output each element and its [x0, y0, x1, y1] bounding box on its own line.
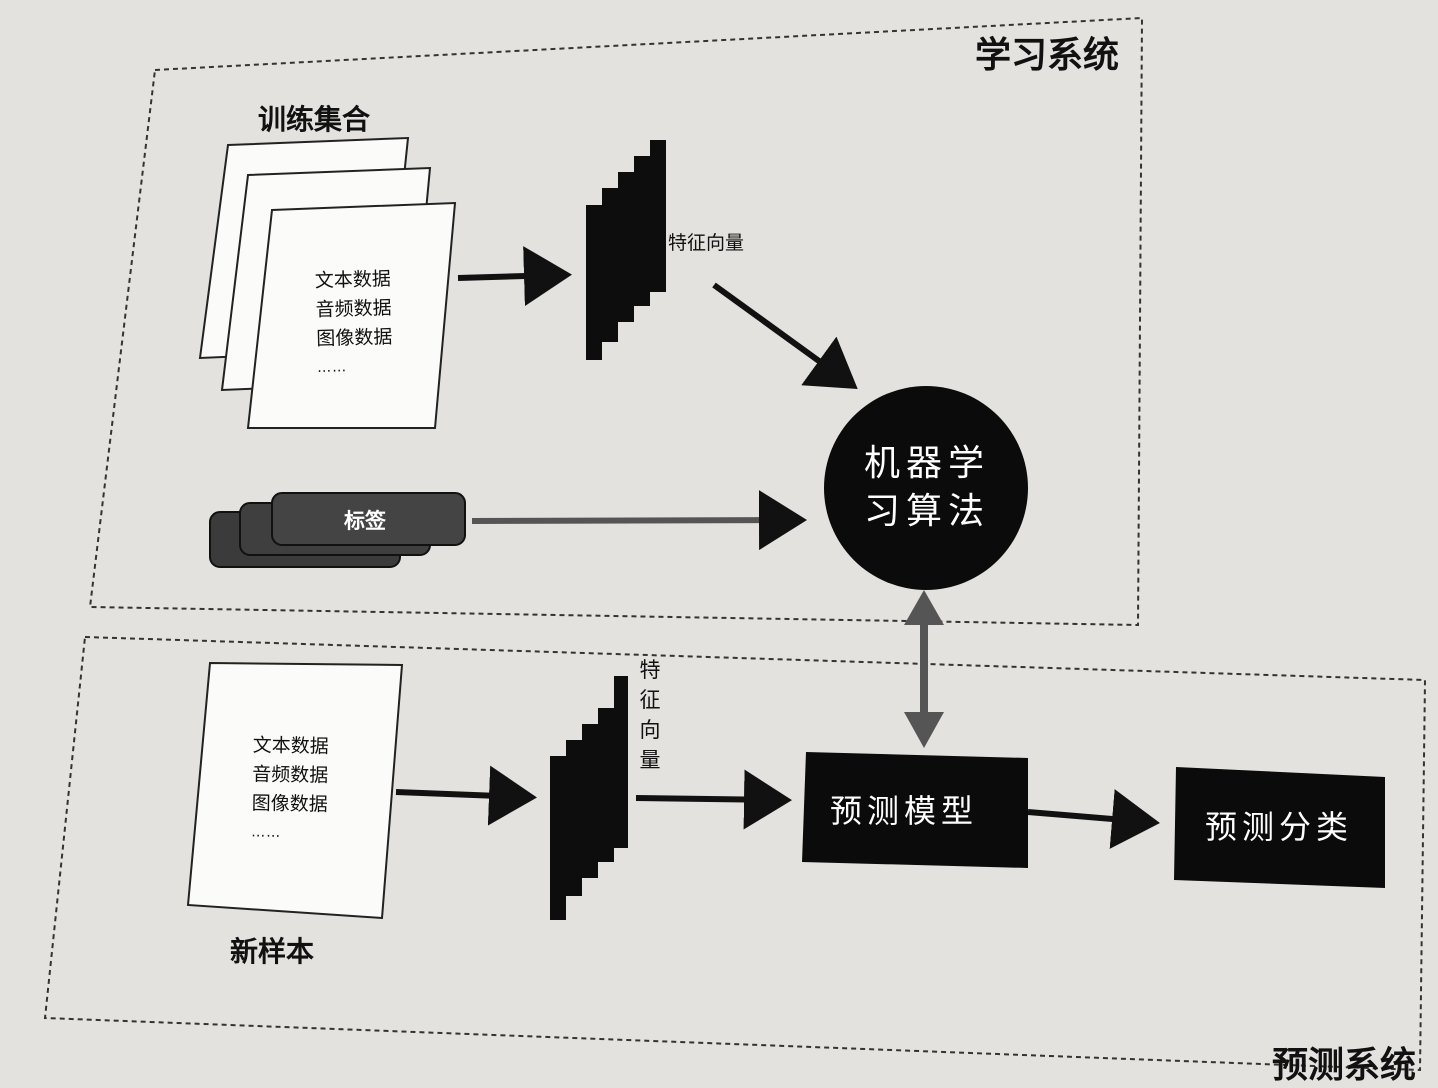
new-sample-title: 新样本	[230, 935, 315, 968]
new-sample-document	[186, 661, 404, 920]
arrow-feature-to-model	[635, 769, 792, 830]
feature-vector-label-prediction: 特征向量	[639, 658, 661, 772]
prediction-model-label: 预测模型	[830, 792, 979, 830]
prediction-class-label: 预测分类	[1205, 808, 1354, 846]
arrow-feature-to-algorithm	[712, 282, 858, 390]
training-set-title: 训练集合	[258, 103, 371, 136]
prediction-system-title: 预测系统	[1272, 1045, 1417, 1086]
training-documents-stack	[198, 136, 457, 429]
feature-vector-learning	[586, 140, 666, 360]
prediction-system-boundary	[43, 635, 1427, 1072]
label-tag-text: 标签	[344, 509, 386, 533]
doc-line-image: 图像数据	[316, 326, 393, 350]
arrow-docs-to-feature	[457, 246, 572, 307]
doc-line-audio: 音频数据	[315, 297, 392, 321]
sample-line-image: 图像数据	[251, 792, 328, 816]
learning-system-title: 学习系统	[975, 35, 1120, 76]
training-document-lines: 文本数据 音频数据 图像数据 ……	[314, 265, 393, 383]
arrow-label-to-algorithm	[471, 490, 807, 551]
feature-vector-prediction	[550, 676, 628, 920]
ml-algorithm-label: 机器学习算法	[863, 443, 990, 532]
feature-vector-label-learning: 特征向量	[668, 232, 745, 254]
doc-line-ellipsis: ……	[316, 359, 348, 376]
doc-line-text: 文本数据	[314, 268, 392, 293]
arrow-sample-to-feature	[395, 765, 537, 826]
prediction-class-box	[1174, 767, 1385, 888]
new-sample-document-lines: 文本数据 音频数据 图像数据 ……	[251, 731, 329, 848]
sample-line-text: 文本数据	[252, 734, 329, 758]
arrow-model-to-class	[1027, 789, 1160, 849]
prediction-model-box	[802, 752, 1028, 868]
learning-system-boundary	[88, 16, 1144, 627]
label-tag-stack	[209, 492, 466, 568]
sample-line-audio: 音频数据	[252, 763, 329, 787]
ml-algorithm-circle	[824, 386, 1028, 590]
sample-line-ellipsis: ……	[251, 824, 282, 841]
